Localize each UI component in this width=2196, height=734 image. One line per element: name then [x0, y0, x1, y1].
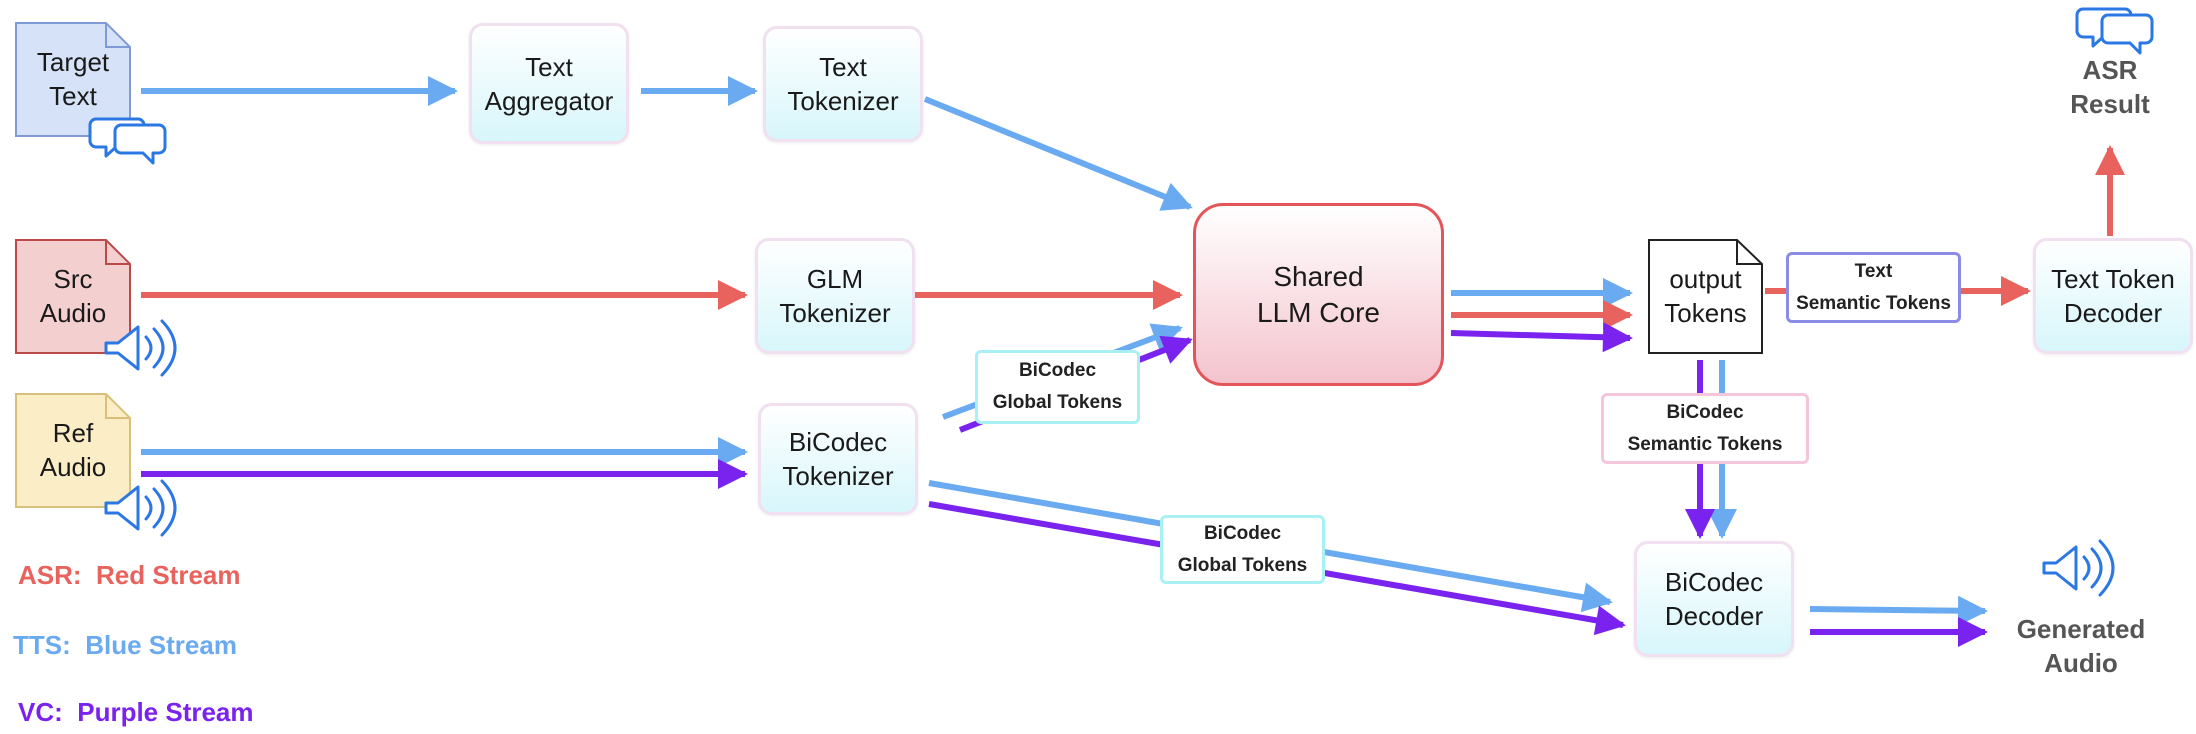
ref-audio-label: Ref Audio [39, 418, 107, 482]
bicodec-semantic-tokens-label: BiCodec Semantic Tokens [1601, 393, 1809, 464]
target-text-document [15, 22, 131, 137]
chat-bubble-icon [88, 117, 167, 165]
output-tokens-document-fold [1736, 240, 1762, 265]
target-text-document-fold [105, 23, 130, 48]
asr-chat-bubble-icon [2075, 7, 2154, 55]
bicodec-decoder-box: BiCodec Decoder [1634, 541, 1794, 657]
generated-audio-speaker-icon [2042, 539, 2115, 597]
legend-vc: VC: Purple Stream [18, 697, 254, 727]
ref-audio-document-fold [105, 394, 130, 419]
arrow-decoder-to-generated-blue [1809, 595, 1988, 626]
output-tokens-label: output Tokens [1664, 264, 1747, 328]
text-tokenizer-box: Text Tokenizer [763, 26, 923, 142]
speaker-icon [104, 319, 177, 377]
legend-asr: ASR: Red Stream [18, 560, 241, 590]
shared-llm-core-box: Shared LLM Core [1193, 203, 1444, 386]
ref-audio-document [15, 393, 131, 508]
bicodec-global-tokens-label-2: BiCodec Global Tokens [1160, 515, 1325, 584]
legend-tts: TTS: Blue Stream [13, 630, 237, 660]
text-token-decoder-box: Text Token Decoder [2033, 238, 2193, 354]
text-aggregator-box: Text Aggregator [469, 23, 629, 144]
generated-audio-label: Generated Audio [2016, 614, 2146, 678]
ref-speaker-icon [104, 479, 177, 537]
target-text-label: Target Text [36, 47, 110, 111]
arrow-text-tokenizer-to-core [923, 96, 1193, 211]
text-semantic-tokens-label: Text Semantic Tokens [1786, 252, 1961, 323]
src-audio-label: Src Audio [39, 264, 107, 328]
asr-result-label: ASR Result [2070, 55, 2150, 119]
src-audio-document [15, 239, 131, 354]
output-tokens-document [1648, 239, 1763, 354]
bicodec-global-tokens-label-1: BiCodec Global Tokens [975, 350, 1140, 424]
arrow-core-to-output-purple [1450, 322, 1633, 353]
bicodec-tokenizer-box: BiCodec Tokenizer [758, 403, 918, 515]
glm-tokenizer-box: GLM Tokenizer [755, 238, 915, 354]
src-audio-document-fold [105, 240, 130, 265]
